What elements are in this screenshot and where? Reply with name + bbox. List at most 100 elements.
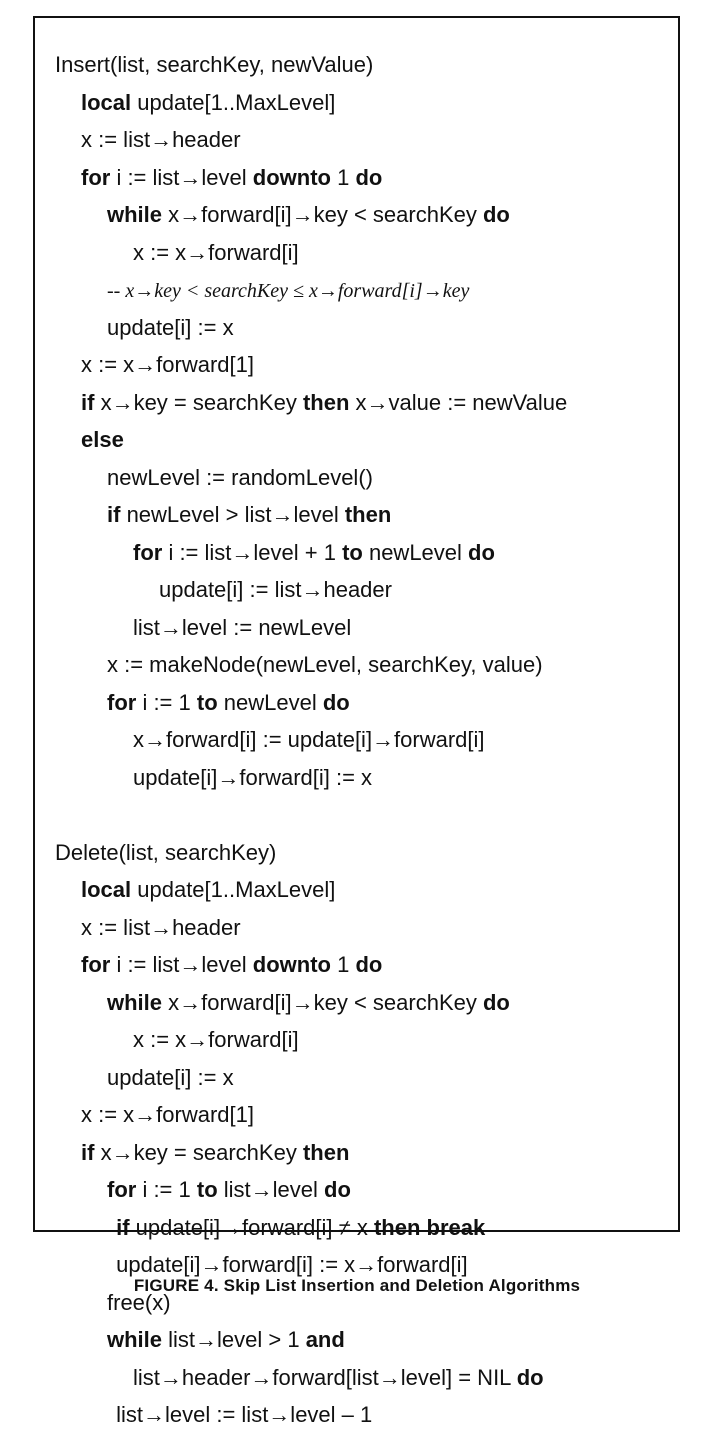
code-text: list→level	[217, 1177, 324, 1202]
code-line: while list→level > 1 and	[55, 1321, 670, 1359]
code-line: local update[1..MaxLevel]	[55, 871, 670, 909]
comment: -- x→key < searchKey ≤ x→forward[i]→key	[107, 280, 470, 302]
code-text: x→forward[i]→key < searchKey	[162, 989, 483, 1015]
code-line: update[i] := x	[55, 1059, 670, 1097]
code-text: i := 1	[136, 689, 197, 715]
code-text: newLevel > list→level	[120, 502, 345, 527]
code-text: newLevel	[217, 689, 323, 715]
code-text: 1	[330, 164, 356, 190]
code-text: Insert(list, searchKey, newValue)	[55, 52, 374, 77]
code-text: x := x→forward[i]	[133, 1027, 299, 1052]
keyword: do	[468, 539, 495, 565]
keyword: and	[305, 1327, 345, 1352]
code-text: x→forward[i]→key < searchKey	[162, 202, 483, 227]
code-line: x := list→header	[55, 909, 670, 947]
code-text: x := list→header	[81, 914, 241, 940]
code-text: x := x→forward[i]	[133, 239, 299, 265]
code-line: -- x→key < searchKey ≤ x→forward[i]→key	[55, 271, 670, 309]
code-line: x := x→forward[1]	[55, 346, 670, 384]
code-text: x := x→forward[1]	[81, 1102, 255, 1127]
code-line: local update[1..MaxLevel]	[55, 84, 670, 122]
keyword: do	[482, 202, 510, 227]
code-text: x→key = searchKey	[94, 1139, 303, 1165]
keyword: for	[107, 689, 137, 715]
code-text: i := 1	[136, 1177, 197, 1202]
code-text: update[1..MaxLevel]	[131, 89, 336, 115]
code-line: free(x)	[55, 1284, 670, 1322]
code-text: list→level > 1	[162, 1327, 306, 1352]
keyword: do	[355, 952, 383, 977]
figure-caption: FIGURE 4. Skip List Insertion and Deleti…	[133, 1276, 581, 1295]
code-line: x := x→forward[i]	[55, 1021, 670, 1059]
keyword: for	[107, 1177, 137, 1202]
code-line: list→header→forward[list→level] = NIL do	[55, 1359, 670, 1397]
code-line: x := makeNode(newLevel, searchKey, value…	[55, 646, 670, 684]
pseudocode-listing: Insert(list, searchKey, newValue) local u…	[55, 46, 670, 1434]
keyword: do	[482, 989, 510, 1015]
keyword: while	[107, 202, 163, 227]
code-text: newLevel	[362, 539, 469, 565]
code-line: for i := list→level downto 1 do	[55, 159, 670, 197]
keyword: to	[342, 539, 363, 565]
keyword: downto	[252, 164, 331, 190]
code-line: for i := list→level downto 1 do	[55, 946, 670, 984]
keyword: for	[133, 539, 163, 565]
code-text: newLevel := randomLevel()	[107, 464, 373, 490]
code-line: x := x→forward[i]	[55, 234, 670, 272]
keyword: else	[81, 427, 124, 452]
keyword: if	[81, 389, 95, 415]
code-text: list→level := list→level – 1	[116, 1402, 373, 1427]
keyword: to	[196, 1177, 218, 1202]
code-text: x→value := newValue	[349, 389, 568, 415]
code-line: update[i]→forward[i] := x→forward[i]	[55, 1246, 670, 1284]
code-text: x := list→header	[81, 127, 241, 152]
code-text: x→forward[i] := update[i]→forward[i]	[133, 727, 485, 752]
code-text: x→key = searchKey	[94, 389, 303, 415]
keyword: do	[324, 1177, 351, 1202]
code-line: Insert(list, searchKey, newValue)	[55, 46, 670, 84]
code-line: x := x→forward[1]	[55, 1096, 670, 1134]
keyword: do	[516, 1364, 544, 1390]
code-text: i := list→level + 1	[162, 539, 343, 565]
code-line: else	[55, 421, 670, 459]
code-text: Delete(list, searchKey)	[55, 839, 277, 865]
code-text: free(x)	[107, 1289, 171, 1315]
keyword: then	[344, 502, 392, 527]
keyword: then break	[373, 1214, 486, 1240]
code-text: i := list→level	[110, 952, 253, 977]
code-line: Delete(list, searchKey)	[55, 834, 670, 872]
algorithm-box: Insert(list, searchKey, newValue) local u…	[33, 16, 680, 1427]
code-text: i := list→level	[110, 164, 253, 190]
code-text: update[i]→forward[i] ≠ x	[129, 1214, 374, 1240]
code-line: x := list→header	[55, 121, 670, 159]
code-line: x→forward[i] := update[i]→forward[i]	[55, 721, 670, 759]
keyword: while	[107, 1327, 163, 1352]
code-line: if update[i]→forward[i] ≠ x then break	[55, 1209, 670, 1247]
code-line: while x→forward[i]→key < searchKey do	[55, 196, 670, 234]
keyword: do	[322, 689, 350, 715]
code-line: list→level := newLevel	[55, 609, 670, 647]
keyword: local	[81, 877, 132, 902]
code-line: list→level := list→level – 1	[55, 1396, 670, 1434]
code-line: if x→key = searchKey then	[55, 1134, 670, 1172]
keyword: to	[196, 689, 218, 715]
code-text: x := x→forward[1]	[81, 352, 255, 377]
code-text: list→header→forward[list→level] = NIL	[133, 1364, 517, 1390]
code-text: update[i]→forward[i] := x→forward[i]	[116, 1252, 468, 1277]
code-line: newLevel := randomLevel()	[55, 459, 670, 497]
code-text: list→level := newLevel	[133, 614, 352, 640]
code-text: 1	[330, 952, 356, 977]
keyword: then	[302, 1139, 350, 1165]
code-line: for i := 1 to newLevel do	[55, 684, 670, 722]
code-line: for i := list→level + 1 to newLevel do	[55, 534, 670, 572]
code-text: update[i] := list→header	[159, 577, 392, 602]
code-text: x := makeNode(newLevel, searchKey, value…	[107, 652, 543, 677]
blank-line	[55, 796, 670, 834]
keyword: if	[116, 1214, 130, 1240]
code-line: update[i] := x	[55, 309, 670, 347]
keyword: for	[81, 164, 111, 190]
keyword: while	[107, 989, 163, 1015]
code-line: for i := 1 to list→level do	[55, 1171, 670, 1209]
keyword: then	[302, 389, 350, 415]
code-line: update[i] := list→header	[55, 571, 670, 609]
